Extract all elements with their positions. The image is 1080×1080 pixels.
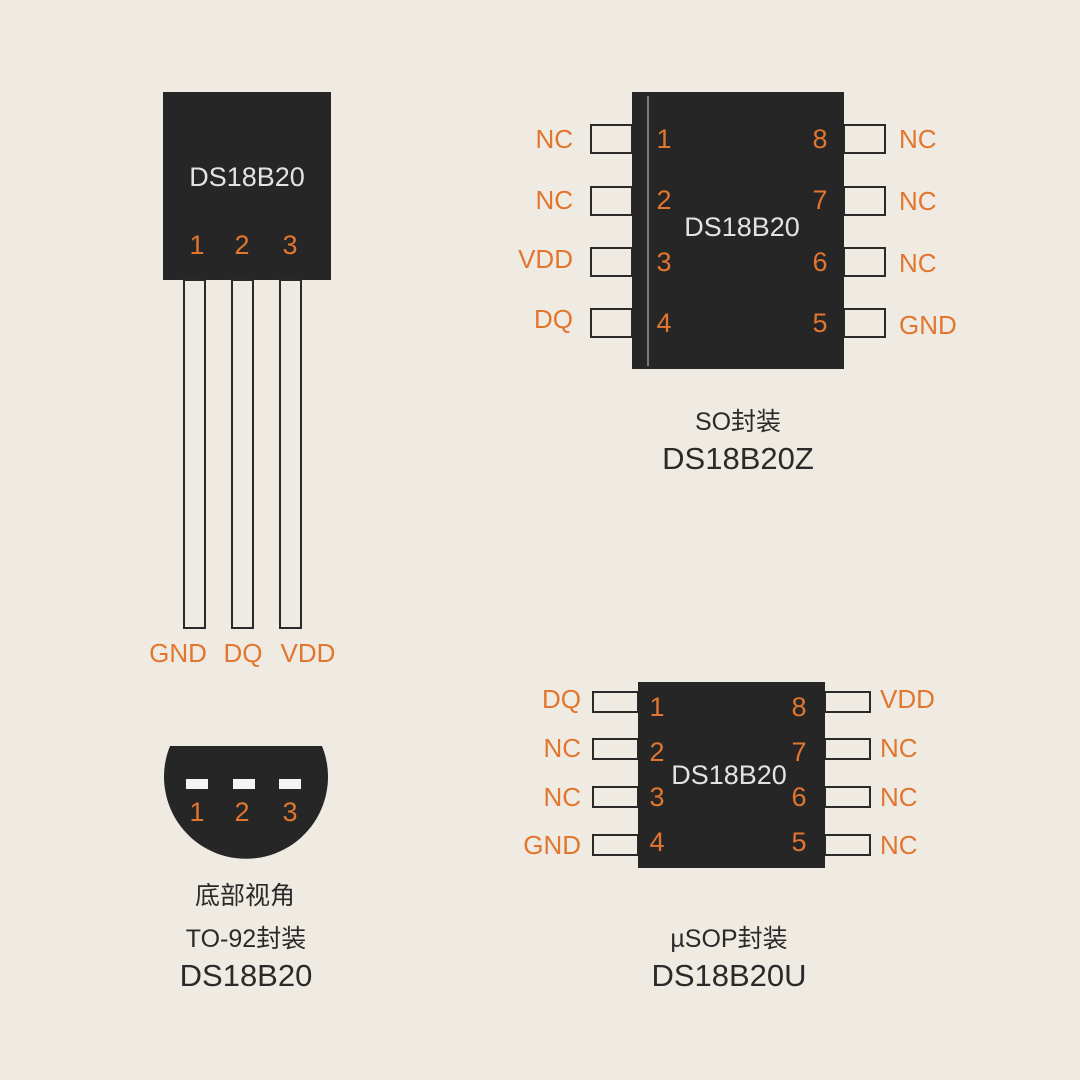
to92-bottom-number-2: 2: [234, 797, 249, 827]
usop-caption-package: µSOP封装: [670, 925, 787, 953]
to92-bottom-pad-2: [233, 779, 255, 789]
usop-pin-name-3: NC: [543, 782, 581, 812]
usop-pin-number-8: 8: [791, 692, 806, 722]
usop-pin-number-2: 2: [649, 737, 664, 767]
so-pin-name-7: NC: [899, 186, 937, 216]
so-chip-text: DS18B20: [684, 212, 800, 242]
so-pin-number-2: 2: [656, 185, 671, 215]
to92-chip-text: DS18B20: [189, 162, 305, 192]
usop-pin-name-5: NC: [880, 830, 918, 860]
so-pin-name-4: DQ: [534, 304, 573, 334]
to92-lead-1: [183, 279, 206, 629]
usop-pin-name-8: VDD: [880, 684, 935, 714]
so-caption-package: SO封装: [695, 408, 781, 436]
so-pin-name-3: VDD: [518, 244, 573, 274]
so-body: [632, 92, 844, 369]
so-pin-number-1: 1: [656, 124, 671, 154]
to92-bottom-number-1: 1: [189, 797, 204, 827]
to92-caption-package: TO-92封装: [186, 925, 306, 953]
so-lead-2: [590, 186, 633, 216]
usop-lead-5: [824, 834, 871, 856]
to92-bottom-view-label: 底部视角: [195, 882, 295, 910]
to92-bottom-number-3: 3: [282, 797, 297, 827]
usop-pin-name-2: NC: [543, 733, 581, 763]
to92-pin-number-2: 2: [234, 230, 249, 260]
usop-caption-model: DS18B20U: [651, 958, 806, 993]
usop-lead-1: [592, 691, 639, 713]
to92-body: [163, 92, 331, 280]
so-lead-4: [590, 308, 633, 338]
usop-pin-number-5: 5: [791, 827, 806, 857]
usop-pin-name-4: GND: [523, 830, 581, 860]
so-pin-name-5: GND: [899, 310, 957, 340]
usop-lead-3: [592, 786, 639, 808]
so-lead-6: [843, 247, 886, 277]
so-lead-8: [843, 124, 886, 154]
usop-lead-7: [824, 738, 871, 760]
to92-bottom-pad-1: [186, 779, 208, 789]
so-caption-model: DS18B20Z: [662, 441, 814, 476]
to92-bottom-view: 1 2 3 底部视角 TO-92封装 DS18B20: [163, 746, 328, 993]
so-package: DS18B20 1 2 3 4 8 7 6 5 NC NC VDD DQ NC …: [518, 92, 957, 476]
to92-pin-number-1: 1: [189, 230, 204, 260]
usop-lead-4: [592, 834, 639, 856]
usop-pin-name-6: NC: [880, 782, 918, 812]
usop-lead-2: [592, 738, 639, 760]
usop-package: DS18B20 1 2 3 4 8 7 6 5 DQ NC NC GND VDD…: [523, 682, 935, 993]
so-pin-number-5: 5: [812, 308, 827, 338]
to92-bottom-pad-3: [279, 779, 301, 789]
so-pin-name-8: NC: [899, 124, 937, 154]
usop-pin-name-1: DQ: [542, 684, 581, 714]
usop-lead-6: [824, 786, 871, 808]
so-pin-name-6: NC: [899, 248, 937, 278]
usop-pin-number-1: 1: [649, 692, 664, 722]
so-pin-number-3: 3: [656, 247, 671, 277]
so-lead-1: [590, 124, 633, 154]
so-pin-name-1: NC: [535, 124, 573, 154]
so-pin-number-8: 8: [812, 124, 827, 154]
so-pin-number-6: 6: [812, 247, 827, 277]
to92-bottom-body: [163, 746, 328, 859]
so-lead-3: [590, 247, 633, 277]
so-pin-number-4: 4: [656, 308, 671, 338]
to92-package: DS18B20 1 2 3 GND DQ VDD: [149, 92, 335, 668]
usop-lead-8: [824, 691, 871, 713]
so-lead-5: [843, 308, 886, 338]
usop-pin-number-3: 3: [649, 782, 664, 812]
so-pin-name-2: NC: [535, 185, 573, 215]
usop-pin-number-7: 7: [791, 737, 806, 767]
usop-body: [638, 682, 825, 868]
usop-chip-text: DS18B20: [671, 760, 787, 790]
to92-lead-3: [279, 279, 302, 629]
to92-caption-model: DS18B20: [180, 958, 313, 993]
to92-pin-name-dq: DQ: [224, 638, 263, 668]
so-lead-7: [843, 186, 886, 216]
usop-pin-number-6: 6: [791, 782, 806, 812]
to92-lead-2: [231, 279, 254, 629]
usop-pin-name-7: NC: [880, 733, 918, 763]
usop-pin-number-4: 4: [649, 827, 664, 857]
to92-pin-name-gnd: GND: [149, 638, 207, 668]
to92-pin-number-3: 3: [282, 230, 297, 260]
to92-pin-name-vdd: VDD: [281, 638, 336, 668]
so-pin-number-7: 7: [812, 185, 827, 215]
